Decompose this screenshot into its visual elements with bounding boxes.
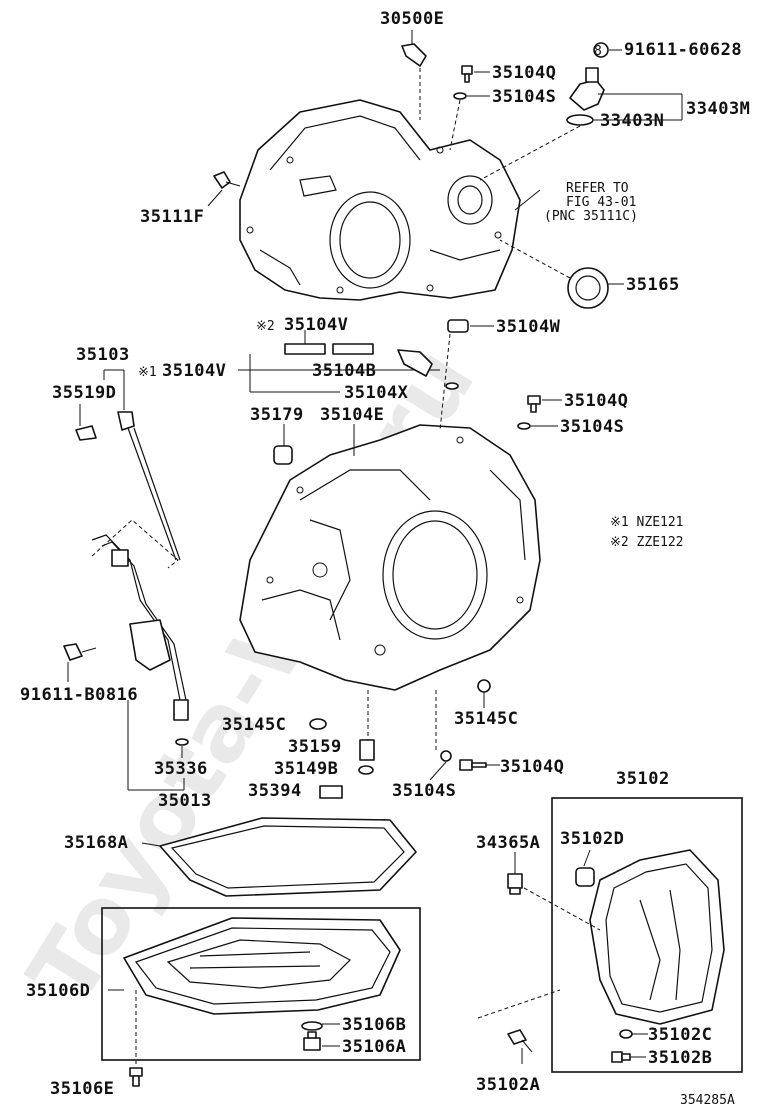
label-35104B: 35104B [312, 361, 376, 381]
label-35179: 35179 [250, 405, 304, 425]
label-35013: 35013 [158, 791, 212, 811]
label-35104E: 35104E [320, 405, 384, 425]
label-35104S-lower: 35104S [392, 781, 456, 801]
label-35145C-right: 35145C [454, 709, 518, 729]
gasket-35149B [358, 765, 374, 775]
label-33403N: 33403N [600, 111, 664, 131]
label-30500E: 30500E [380, 9, 444, 29]
plug-35104B [332, 343, 374, 355]
note-nze121: ※1 NZE121 [610, 515, 684, 530]
bolt-35102B [611, 1051, 631, 1063]
clip-35519D [75, 425, 97, 441]
refer-line2: FIG 43-01 [566, 195, 636, 210]
label-35102A: 35102A [476, 1075, 540, 1095]
label-35165: 35165 [626, 275, 680, 295]
plug-35145C-right [477, 679, 491, 693]
label-35102: 35102 [616, 769, 670, 789]
connector-35104X [397, 349, 459, 390]
strainer-35159 [359, 739, 375, 761]
label-35336: 35336 [154, 759, 208, 779]
speed-sensor-33403M [569, 67, 605, 111]
oil-pan-gasket-35168A [159, 817, 417, 897]
marker-2-top: ※2 [256, 319, 275, 334]
marker-1-mid: ※1 [138, 365, 157, 380]
bolt-35104Q-right [527, 395, 541, 413]
o-ring-35104S-top [453, 92, 467, 100]
rear-cover-group-box [551, 797, 743, 1073]
label-35145C-left: 35145C [222, 715, 286, 735]
rear-cover-35102 [589, 849, 725, 1025]
plug-35102D [575, 867, 595, 887]
transaxle-case [239, 424, 541, 691]
label-35106B: 35106B [342, 1015, 406, 1035]
label-35102C: 35102C [648, 1025, 712, 1045]
label-35104V-zze122: 35104V [284, 315, 348, 335]
refer-line1: REFER TO [566, 181, 629, 196]
bolt-35102A [507, 1029, 533, 1053]
oil-pan-35106D [123, 917, 401, 1015]
label-35104S-top: 35104S [492, 87, 556, 107]
label-35394: 35394 [248, 781, 302, 801]
note-zze122: ※2 ZZE122 [610, 535, 684, 550]
oil-pan-group-box [101, 907, 421, 1061]
label-35102B: 35102B [648, 1048, 712, 1068]
label-35111F: 35111F [140, 207, 204, 227]
dipstick-35103 [117, 411, 181, 561]
label-35104Q-lower: 35104Q [500, 757, 564, 777]
plug-35104W [447, 319, 469, 333]
label-35102D: 35102D [560, 829, 624, 849]
transaxle-housing [239, 99, 521, 301]
label-35106A: 35106A [342, 1037, 406, 1057]
label-35104Q-top: 35104Q [492, 63, 556, 83]
drain-plug-35106A [303, 1031, 321, 1051]
o-ring-33403N [566, 114, 594, 126]
plug-35104V-zze122 [284, 343, 326, 355]
bolt-91611-60628 [593, 42, 609, 58]
label-35106D: 35106D [26, 981, 90, 1001]
label-35159: 35159 [288, 737, 342, 757]
bolt-91611-B0816 [63, 643, 97, 661]
gasket-35106B [301, 1021, 323, 1031]
bolt-35104Q-top [461, 65, 473, 83]
label-35104W: 35104W [496, 317, 561, 337]
dipstick-tube-35013 [91, 534, 189, 721]
plug-35179 [273, 445, 293, 465]
o-ring-35104S-right [517, 422, 531, 430]
refer-line3: (PNC 35111C) [544, 209, 638, 224]
o-ring-35336 [175, 738, 189, 746]
label-33403M: 33403M [686, 99, 750, 119]
plug-35145C-left [309, 718, 327, 730]
bolt-35106E [129, 1067, 143, 1087]
label-35519D: 35519D [52, 383, 116, 403]
o-ring-35104S-lower [440, 750, 452, 762]
oil-seal-35165 [567, 267, 609, 309]
bolt-35111F [213, 171, 241, 189]
label-35104Q-right: 35104Q [564, 391, 628, 411]
label-35106E: 35106E [50, 1079, 114, 1099]
cap-34365A [507, 873, 523, 895]
label-35149B: 35149B [274, 759, 338, 779]
label-35104X: 35104X [344, 383, 409, 403]
label-91611-60628: 91611-60628 [624, 40, 742, 60]
label-91611-B0816: 91611-B0816 [20, 685, 138, 705]
label-34365A: 34365A [476, 833, 540, 853]
figure-id: 354285A [680, 1093, 735, 1108]
circle-marker: 8 [594, 44, 602, 59]
label-35168A: 35168A [64, 833, 128, 853]
label-35103: 35103 [76, 345, 130, 365]
label-35104S-right: 35104S [560, 417, 624, 437]
o-ring-35102C [619, 1029, 633, 1039]
label-35104V-nze121: 35104V [162, 361, 226, 381]
bolt-30500E [401, 30, 427, 67]
magnet-35394 [319, 785, 343, 799]
bolt-35104Q-lower [459, 759, 487, 771]
